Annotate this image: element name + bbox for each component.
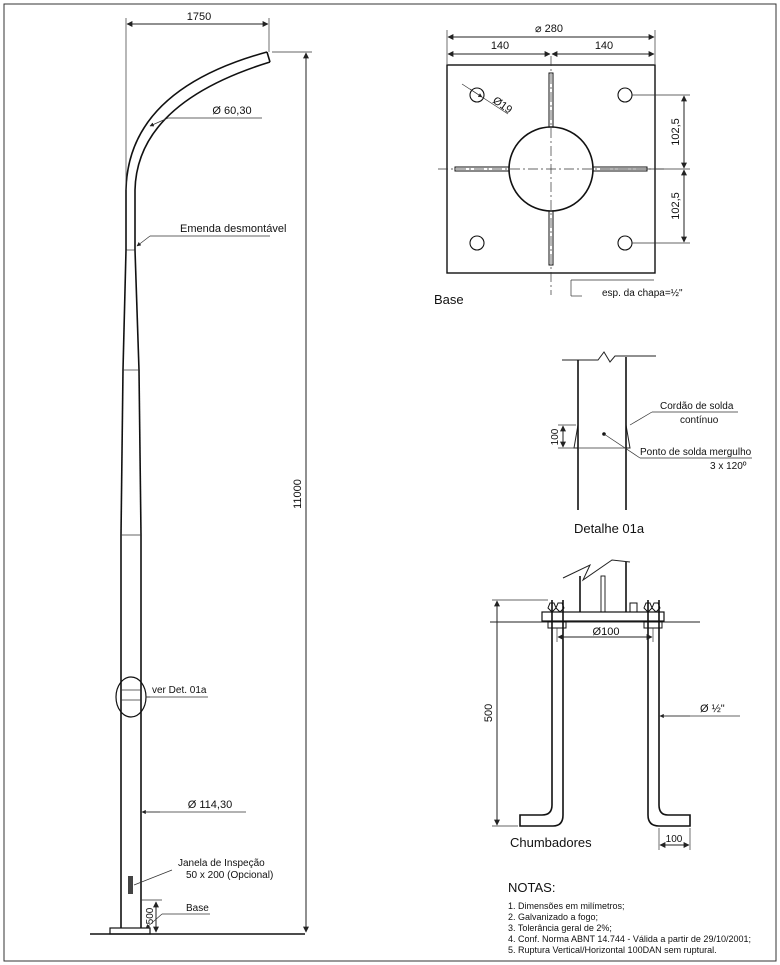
base-plate-title: Base xyxy=(434,292,464,307)
anchors-title: Chumbadores xyxy=(510,835,592,850)
plug-label-2: 3 x 120º xyxy=(710,461,747,472)
weld-label-1: Cordão de solda xyxy=(660,401,734,412)
dim-plate-half-left: 140 xyxy=(491,40,509,52)
dim-plate-total: ⌀ 280 xyxy=(535,23,563,35)
pole-base-label: Base xyxy=(186,903,209,914)
anchor-bolts: 500 Ø100 Ø ½" 100 Chumbadores xyxy=(483,559,740,850)
detail-01a: 100 Cordão de solda contínuo Ponto de so… xyxy=(550,351,752,536)
dim-width-1750: 1750 xyxy=(187,11,211,23)
dim-hole: Ø19 xyxy=(490,95,514,117)
dim-base-diameter: Ø 114,30 xyxy=(188,799,232,811)
note-item: 1. Dimensões em milímetros; xyxy=(508,901,625,911)
dim-plate-half-right: 140 xyxy=(595,40,613,52)
notes-block: NOTAS: 1. Dimensões em milímetros; 2. Ga… xyxy=(508,880,751,955)
note-item: 3. Tolerância geral de 2%; xyxy=(508,923,612,933)
pole-elevation: 1750 Ø 60,30 Emenda desmontável 11000 ve… xyxy=(90,11,312,935)
plate-thickness: esp. da chapa=½" xyxy=(602,288,683,299)
anchor-dim-bolt: Ø ½" xyxy=(700,703,725,715)
nut xyxy=(651,602,661,613)
note-item: 5. Ruptura Vertical/Horizontal 100DAN se… xyxy=(508,945,717,955)
anchor-dim-hook: 100 xyxy=(666,834,683,845)
base-plate-plan: ⌀ 280 140 140 Ø19 102,5 102,5 esp. da ch… xyxy=(434,23,690,307)
anchor-dim-depth: 500 xyxy=(483,704,495,722)
nut xyxy=(555,602,565,613)
window-label-2: 50 x 200 (Opcional) xyxy=(186,870,273,881)
bolt-hole xyxy=(469,235,485,251)
splice-label: Emenda desmontável xyxy=(180,223,286,235)
dim-embed-500: 500 xyxy=(145,907,156,924)
bolt-hole xyxy=(617,235,633,251)
sheet-border xyxy=(3,3,777,962)
nut xyxy=(547,602,557,613)
weld-label-2: contínuo xyxy=(680,415,719,426)
notes-title: NOTAS: xyxy=(508,880,555,895)
nut xyxy=(643,602,653,613)
detail-dim-100: 100 xyxy=(550,428,561,445)
dim-vert-top: 102,5 xyxy=(670,118,682,146)
dim-height-11000: 11000 xyxy=(292,479,304,509)
bolt-hole xyxy=(617,87,633,103)
bolt-hole xyxy=(469,87,485,103)
dim-vert-bottom: 102,5 xyxy=(670,192,682,220)
detail-ref-label: ver Det. 01a xyxy=(152,685,207,696)
pole-base-plate xyxy=(109,927,151,935)
note-item: 4. Conf. Norma ABNT 14.744 - Válida a pa… xyxy=(508,934,751,944)
detail-title: Detalhe 01a xyxy=(574,521,645,536)
window-label-1: Janela de Inspeção xyxy=(178,858,265,869)
plug-label-1: Ponto de solda mergulho xyxy=(640,447,752,458)
note-item: 2. Galvanizado a fogo; xyxy=(508,912,598,922)
dim-arm-diameter: Ø 60,30 xyxy=(212,105,251,117)
inspection-window xyxy=(128,876,133,894)
anchor-dim-center: Ø100 xyxy=(593,626,620,638)
